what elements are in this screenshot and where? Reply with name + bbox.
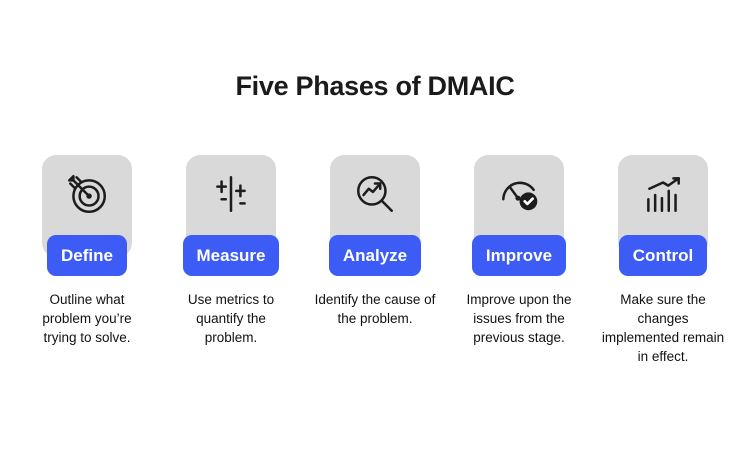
- target-arrow-icon: [64, 171, 110, 217]
- phase-column-analyze: Analyze Identify the cause of the proble…: [311, 155, 439, 328]
- phase-description-control: Make sure the changes implemented remain…: [601, 292, 725, 365]
- phase-label-improve: Improve: [471, 235, 567, 276]
- phase-description-analyze: Identify the cause of the problem.: [314, 292, 436, 327]
- vertical-sliders-icon: [208, 171, 254, 217]
- page-title: Five Phases of DMAIC: [235, 71, 515, 101]
- phase-label-control: Control: [618, 235, 708, 276]
- magnifier-chart-icon: [352, 171, 398, 217]
- phase-label-analyze: Analyze: [328, 235, 422, 276]
- phase-column-define: Define Outline what problem you’re tryin…: [23, 155, 151, 347]
- phase-description-improve: Improve upon the issues from the previou…: [466, 292, 572, 346]
- gauge-check-icon: [496, 171, 542, 217]
- phase-column-measure: Measure Use metrics to quantify the prob…: [167, 155, 295, 347]
- phase-description-measure: Use metrics to quantify the problem.: [187, 292, 275, 346]
- phase-label-define: Define: [47, 235, 127, 276]
- bar-chart-arrow-icon: [640, 171, 686, 217]
- phase-label-measure: Measure: [182, 235, 280, 276]
- phase-column-improve: Improve Improve upon the issues from the…: [455, 155, 583, 347]
- phase-column-control: Control Make sure the changes implemente…: [599, 155, 727, 367]
- phase-description-define: Outline what problem you’re trying to so…: [42, 292, 132, 346]
- phases-row: Define Outline what problem you’re tryin…: [0, 155, 750, 367]
